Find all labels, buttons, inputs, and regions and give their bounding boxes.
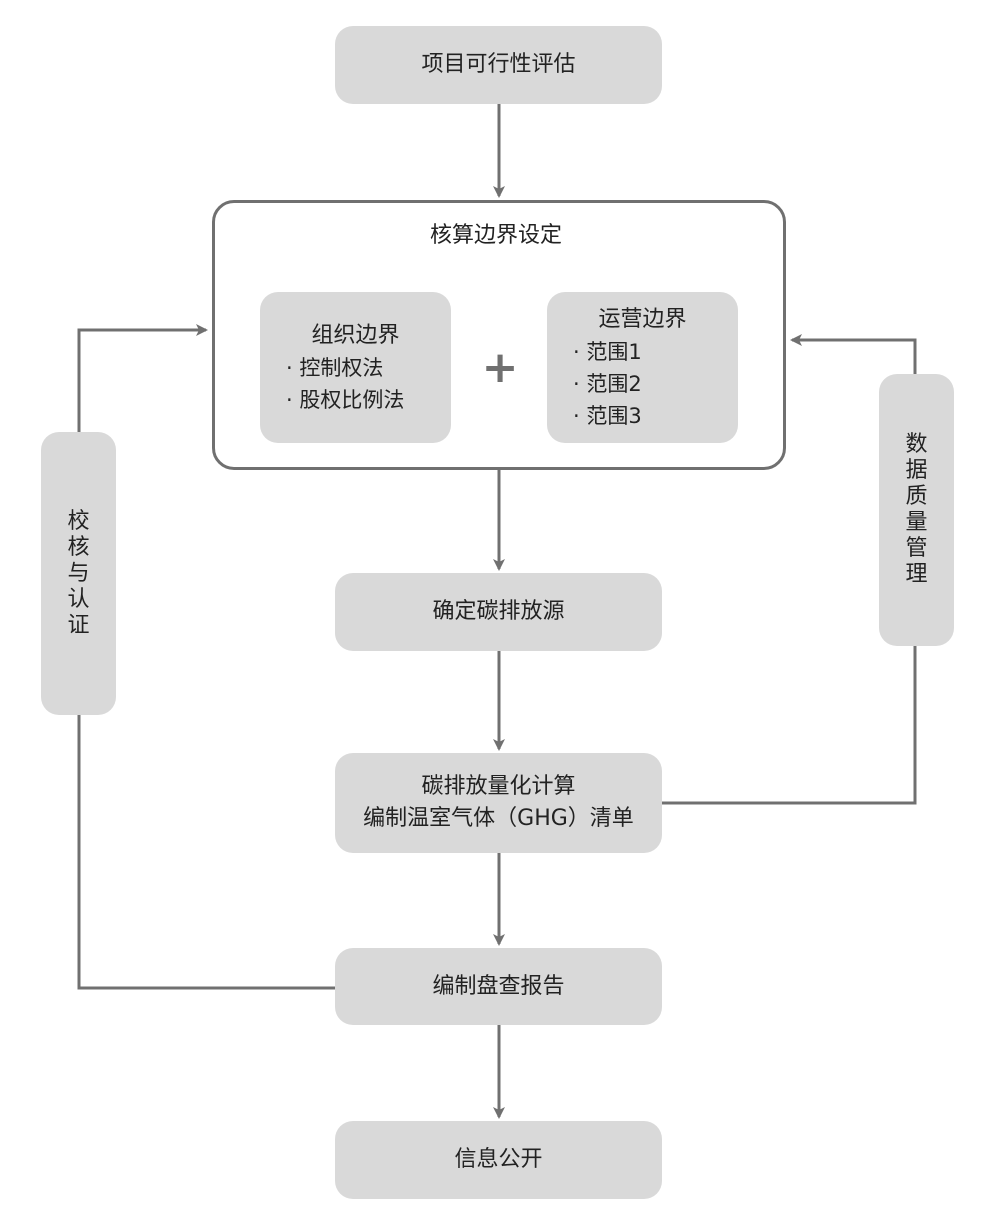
- node-report-label: 编制盘查报告: [432, 973, 565, 999]
- node-sources: 确定碳排放源: [335, 573, 662, 651]
- ops-boundary-item: · 范围3: [573, 403, 642, 428]
- org-boundary-title: 组织边界: [311, 322, 400, 348]
- node-ops-boundary: 运营边界 · 范围1 · 范围2 · 范围3: [547, 292, 738, 443]
- org-boundary-item: · 控制权法: [286, 355, 384, 380]
- node-data-quality: 数据质量管理: [879, 374, 954, 646]
- plus-sign: +: [481, 342, 519, 393]
- node-verification-label: 校核与认证: [67, 508, 90, 638]
- node-disclosure-label: 信息公开: [454, 1147, 543, 1172]
- ops-boundary-title: 运营边界: [598, 306, 687, 332]
- node-data-quality-label: 数据质量管理: [905, 432, 928, 587]
- arrow-verification-to-boundary: [77, 324, 208, 432]
- node-report: 编制盘查报告: [335, 948, 662, 1025]
- boundary-title: 核算边界设定: [429, 223, 562, 248]
- ops-boundary-item: · 范围1: [573, 339, 642, 364]
- node-disclosure: 信息公开: [335, 1121, 662, 1199]
- node-org-boundary: 组织边界 · 控制权法 · 股权比例法: [260, 292, 451, 443]
- node-quantify-line1: 碳排放量化计算: [421, 774, 576, 799]
- node-verification: 校核与认证: [41, 432, 116, 715]
- org-boundary-item: · 股权比例法: [286, 387, 405, 412]
- ops-boundary-item: · 范围2: [573, 371, 642, 396]
- arrow-quantify-to-dataquality: [662, 646, 917, 805]
- arrow-dataquality-to-boundary: [790, 334, 917, 374]
- node-feasibility-label: 项目可行性评估: [421, 52, 576, 77]
- node-feasibility: 项目可行性评估: [335, 26, 662, 104]
- node-quantify-line2: 编制温室气体（GHG）清单: [363, 806, 634, 831]
- node-sources-label: 确定碳排放源: [432, 599, 565, 624]
- node-quantify: 碳排放量化计算 编制温室气体（GHG）清单: [335, 753, 662, 853]
- arrow-report-to-verification: [77, 715, 335, 990]
